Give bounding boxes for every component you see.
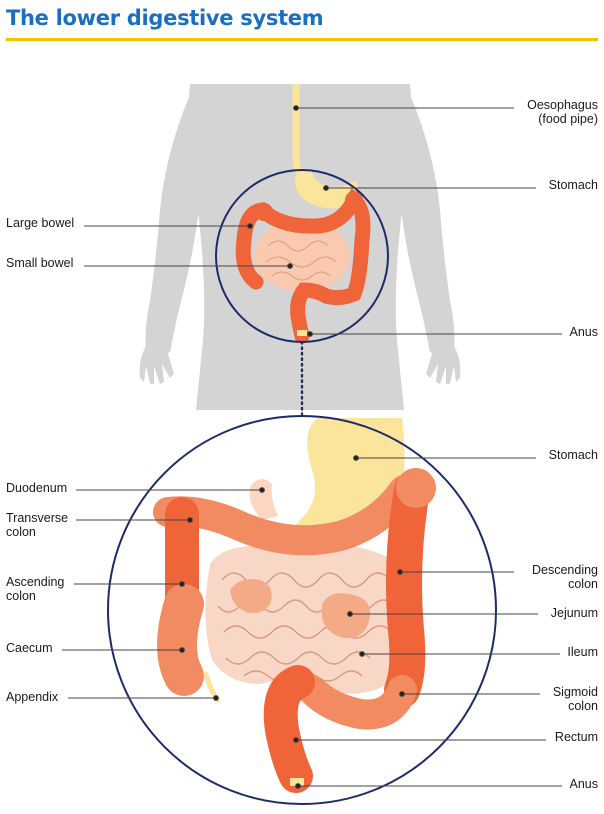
label-stomach: Stomach <box>548 448 598 462</box>
duodenum-shape <box>249 479 278 520</box>
descending-colon-shape <box>384 472 430 708</box>
title-underline <box>6 38 598 41</box>
label-transverse-colon: Transverse colon <box>6 511 69 539</box>
label-ascending-colon: Ascending colon <box>6 575 65 603</box>
label-appendix: Appendix <box>6 690 59 704</box>
magnifier-circle-large <box>107 415 497 805</box>
label-descending-colon: Descending colon <box>531 563 598 591</box>
label-caecum: Caecum <box>6 641 53 655</box>
label-anus-top: Anus <box>569 325 599 339</box>
rectum-shape <box>263 665 315 793</box>
label-stomach-top: Stomach <box>548 178 598 192</box>
large-digestive-figure <box>107 415 497 805</box>
caecum-shape <box>157 584 204 696</box>
sigmoid-colon-shape <box>297 675 417 730</box>
label-rectum: Rectum <box>554 730 598 744</box>
label-duodenum: Duodenum <box>6 481 68 495</box>
small-bowel-shape-small <box>254 220 350 292</box>
label-sigmoid-colon: Sigmoid colon <box>552 685 598 713</box>
label-ileum: Ileum <box>567 645 598 659</box>
transverse-colon-shape <box>153 475 419 556</box>
label-anus: Anus <box>569 777 599 791</box>
label-oesophagus: Oesophagus (food pipe) <box>527 98 598 126</box>
large-bowel-shape-small <box>235 188 371 344</box>
small-digestive-figure <box>215 84 389 344</box>
label-jejunum: Jejunum <box>550 606 598 620</box>
label-large-bowel: Large bowel <box>6 216 75 230</box>
page-title: The lower digestive system <box>6 6 324 30</box>
label-small-bowel: Small bowel <box>6 256 74 270</box>
jejunum-shape <box>322 593 371 639</box>
